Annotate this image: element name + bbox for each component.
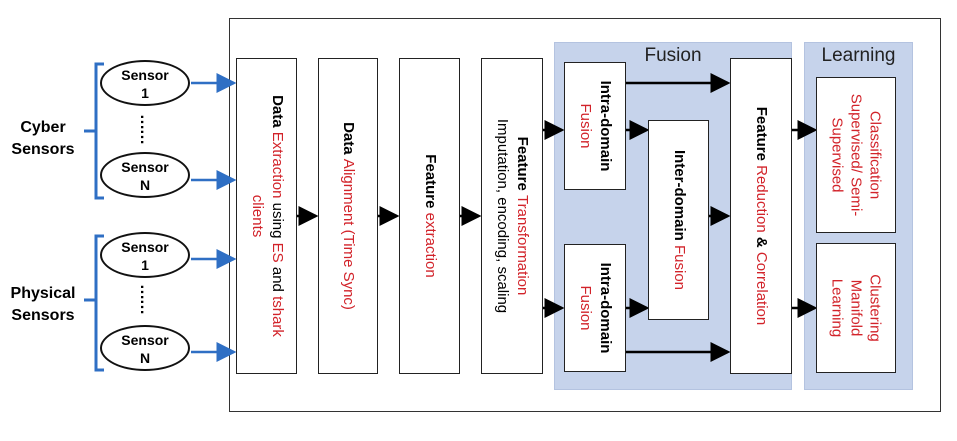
intra-domain-fusion-top-box: Intra-domain Fusion [564,62,626,190]
data-extraction-box: Data Extraction using ES and tshark clie… [236,58,297,374]
inter-domain-fusion-text: Inter-domain Fusion [670,149,688,291]
physical-sensors-label: Physical Sensors [10,285,76,324]
feature-extraction-text: Feature extraction [421,154,439,278]
cyber-sensors-label: Cyber Sensors [11,119,75,158]
feature-reduction-box: Feature Reduction & Correlation [730,58,792,374]
feature-transformation-box: Feature Transformation Imputation, encod… [481,58,543,374]
feature-extraction-box: Feature extraction [399,58,460,374]
data-extraction-text: Data Extraction using ES and tshark clie… [248,95,286,337]
feature-reduction-text: Feature Reduction & Correlation [753,106,770,326]
physical-bracket [94,234,104,372]
data-alignment-box: Data Alignment (Time Sync) [318,58,378,374]
cyber-sensor-n: Sensor N [100,152,190,198]
cyber-sensor-1: Sensor 1 [100,60,190,106]
intra-domain-fusion-top-text: Intra-domain Fusion [577,80,614,172]
clustering-box: Clustering Manifold Learning [816,243,896,373]
physical-sensor-n: Sensor N [100,325,190,371]
feature-transformation-text: Feature Transformation Imputation, encod… [494,118,531,314]
cyber-bracket [94,62,104,200]
classification-box: Classification Supervised/ Semi- Supervi… [816,77,896,233]
fusion-panel-title: Fusion [644,45,702,66]
intra-domain-fusion-bottom-text: Intra-domain Fusion [577,262,614,354]
classification-text: Classification Supervised/ Semi- Supervi… [828,93,884,217]
physical-sensor-1: Sensor 1 [100,232,190,278]
data-alignment-text: Data Alignment (Time Sync) [340,122,357,310]
intra-domain-fusion-bottom-box: Intra-domain Fusion [564,244,626,372]
clustering-text: Clustering Manifold Learning [828,274,884,342]
learning-panel-title: Learning [821,45,896,66]
inter-domain-fusion-box: Inter-domain Fusion [648,120,709,320]
